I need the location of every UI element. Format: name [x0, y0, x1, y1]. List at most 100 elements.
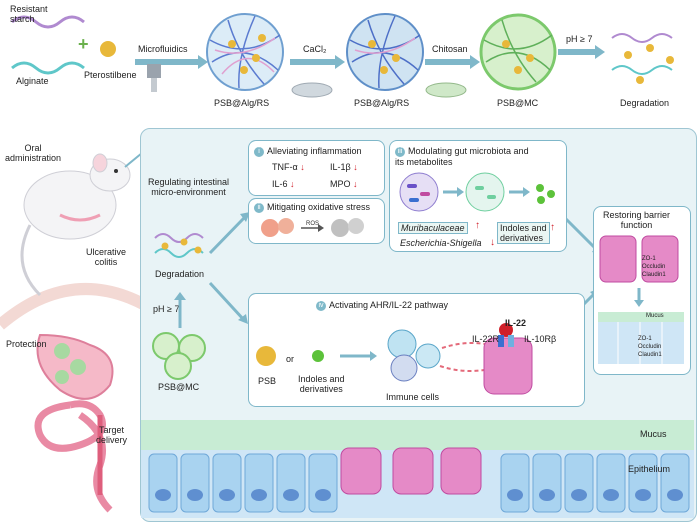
- top-flow: +: [11, 13, 674, 98]
- label-occludin-b: Occludin: [638, 344, 662, 350]
- ros-illustration: ROS: [261, 218, 364, 237]
- damaged-cell: [340, 447, 382, 495]
- mouse-body: [23, 170, 117, 240]
- label-regulating: Regulating intestinal micro-environment: [148, 177, 230, 197]
- nozzle: [147, 64, 161, 78]
- cell-nucleus: [187, 489, 203, 501]
- cell-nucleus: [635, 489, 651, 501]
- label-ph-panel: pH ≥ 7: [153, 304, 180, 314]
- label-psbmc: PSB@MC: [158, 382, 200, 392]
- box-i-number: i: [254, 146, 264, 157]
- box-ii-title-text: Mitigating oxidative stress: [267, 202, 371, 212]
- label-claudin: Claudin1: [642, 272, 666, 278]
- arrow-up-icon: ↑: [475, 220, 480, 231]
- cell-nucleus: [315, 489, 331, 501]
- epithelial-cell: [148, 453, 178, 513]
- label-mucus: Mucus: [640, 429, 667, 439]
- arrow-down-icon: ↓: [300, 162, 305, 172]
- label-il22r: IL-22R: [472, 334, 500, 344]
- marker-tnf: TNF-α ↓: [272, 162, 305, 172]
- label-cacl2: CaCl₂: [303, 44, 327, 54]
- label-or: or: [286, 354, 295, 364]
- epithelial-cell: [308, 453, 338, 513]
- label-escherichia: Escherichia-Shigella: [400, 238, 482, 248]
- sphere-3: [479, 13, 557, 91]
- box-iv-title-text: Activating AHR/IL-22 pathway: [329, 300, 449, 310]
- marker-mpo-text: MPO: [330, 179, 351, 189]
- marker-il1b-text: IL-1β: [330, 162, 351, 172]
- label-psb: PSB: [258, 376, 277, 386]
- arrow-down-icon: ↓: [353, 179, 358, 189]
- label-indoles-iv: Indoles and derivatives: [298, 374, 345, 394]
- epithelial-cell: [660, 453, 690, 513]
- epithelium-band: [141, 420, 694, 518]
- marker-il1b: IL-1β ↓: [330, 162, 358, 172]
- label-zo1-b: ZO-1: [638, 336, 652, 342]
- label-stage3: PSB@MC: [497, 98, 539, 108]
- label-resistant-starch: Resistant starch: [10, 4, 48, 24]
- label-microfluidics: Microfluidics: [138, 44, 188, 54]
- label-stage2: PSB@Alg/RS: [354, 98, 410, 108]
- ahr-illustration: [256, 323, 533, 395]
- epithelial-cell: [212, 453, 242, 513]
- resistant-starch-strand: [11, 15, 85, 29]
- label-degradation: Degradation: [155, 269, 205, 279]
- left-illustration: [0, 152, 148, 513]
- label-claudin-b: Claudin1: [638, 352, 662, 358]
- damaged-cell: [440, 447, 482, 495]
- box-i-title-text: Alleviating inflammation: [267, 146, 362, 156]
- label-mucus-small: Mucus: [646, 313, 664, 319]
- ros-label: ROS: [306, 221, 319, 227]
- cell-nucleus: [155, 489, 171, 501]
- arrow-down-icon: ↓: [290, 179, 295, 189]
- label-alginate: Alginate: [16, 76, 49, 86]
- label-oral: Oral administration: [5, 143, 62, 163]
- label-stage1: PSB@Alg/RS: [214, 98, 270, 108]
- label-occludin: Occludin: [642, 264, 666, 270]
- epithelial-cell: [500, 453, 530, 513]
- label-muribaculaceae: Muribaculaceae: [398, 222, 468, 234]
- label-protection: Protection: [6, 339, 47, 349]
- cell-nucleus: [251, 489, 267, 501]
- cell-nucleus: [667, 489, 683, 501]
- epithelial-cell: [276, 453, 306, 513]
- cell-nucleus: [283, 489, 299, 501]
- cell-nucleus: [507, 489, 523, 501]
- cell-nucleus: [603, 489, 619, 501]
- epithelial-cell: [180, 453, 210, 513]
- label-ph-top: pH ≥ 7: [566, 34, 593, 44]
- pterostilbene-ball: [100, 41, 116, 57]
- label-restoring: Restoring barrier function: [603, 210, 671, 230]
- label-target: Target delivery: [96, 425, 128, 445]
- box-ii-number: ii: [254, 202, 264, 213]
- cell-nucleus: [219, 489, 235, 501]
- box-iii-number: iii: [395, 146, 405, 157]
- label-stage4: Degradation: [620, 98, 670, 108]
- label-immune: Immune cells: [386, 392, 440, 402]
- label-zo1: ZO-1: [642, 256, 656, 262]
- arrow-down-icon: ↓: [353, 162, 358, 172]
- marker-tnf-text: TNF-α: [272, 162, 298, 172]
- arrow-up-icon: ↑: [550, 222, 555, 233]
- arrow-down-icon: ↓: [490, 237, 495, 248]
- epithelial-cell: [596, 453, 626, 513]
- label-indoles: Indoles and derivatives: [497, 222, 550, 244]
- box-iv-number: iv: [316, 300, 326, 311]
- epithelial-cell: [628, 453, 658, 513]
- label-chitosan: Chitosan: [432, 44, 468, 54]
- label-il10rb: IL-10Rβ: [524, 334, 557, 344]
- dish-1: [291, 82, 333, 98]
- marker-il6-text: IL-6: [272, 179, 288, 189]
- label-epithelium: Epithelium: [628, 464, 671, 474]
- cell-nucleus: [539, 489, 555, 501]
- degradation-icon: [154, 233, 204, 258]
- epithelial-cell: [564, 453, 594, 513]
- psbmc-cluster: [152, 332, 206, 380]
- label-il22: IL-22: [505, 318, 527, 328]
- svg-text:+: +: [78, 34, 89, 54]
- label-colitis: Ulcerative colitis: [86, 247, 127, 267]
